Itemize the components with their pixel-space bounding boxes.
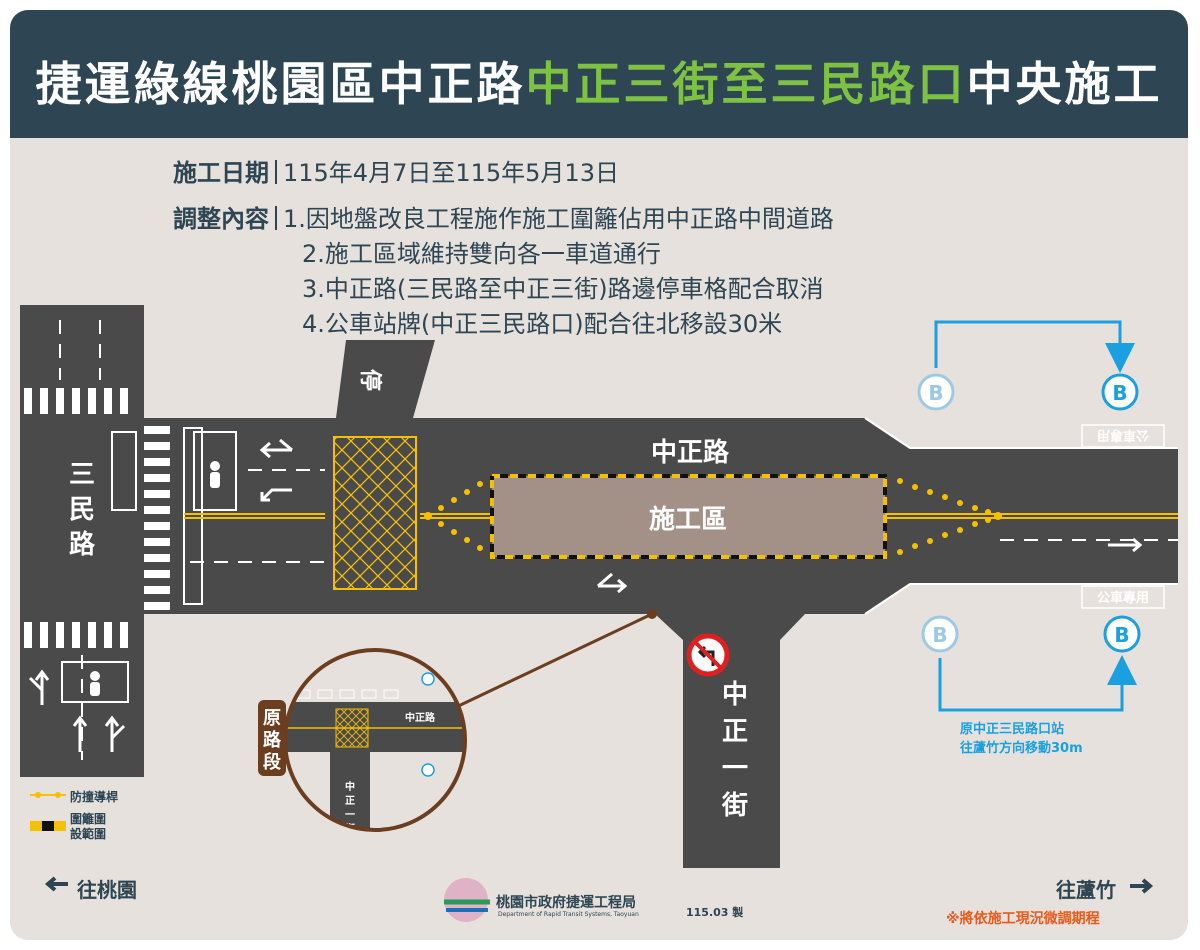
bus-note-line: 原中正三民路口站: [960, 722, 1065, 737]
svg-text:三: 三: [69, 460, 95, 490]
curb-line: [864, 417, 1178, 615]
svg-text:B: B: [1112, 381, 1127, 405]
svg-text:段: 段: [263, 751, 282, 773]
bus-lane-label-bottom: 公車專用: [1081, 585, 1165, 609]
inset-label: 原路段: [258, 700, 286, 776]
direction-right: 往蘆竹: [1056, 878, 1116, 902]
svg-text:原: 原: [263, 708, 281, 729]
bus-move-arrow-top: [934, 320, 1135, 373]
crosswalk-sanmin-top: [24, 388, 128, 414]
no-stopping-box: [333, 436, 417, 590]
inset-anchor: [647, 609, 657, 619]
center-line: [184, 513, 1178, 519]
content-item: 3.中正路(三民路至中正三街)路邊停車格配合取消: [302, 275, 824, 303]
bus-stop-old-top-icon: B: [917, 373, 955, 411]
header-banner: 捷運綠線桃園區中正路中正三街至三民路口中央施工: [10, 10, 1188, 141]
divider: [275, 206, 277, 230]
road-label-sanmin: 三民路: [69, 460, 96, 560]
bus-lane-text: 公車專用: [1097, 427, 1149, 443]
svg-text:一: 一: [722, 754, 748, 784]
no-left-turn-icon: [686, 633, 730, 677]
svg-text:正: 正: [722, 717, 748, 747]
date-label: 施工日期: [173, 159, 269, 187]
title-prefix: 捷運綠線桃園區中正路: [35, 57, 526, 111]
svg-text:B: B: [1114, 623, 1129, 647]
svg-text:一: 一: [345, 810, 355, 821]
agency-name: 桃園市政府捷運工程局: [496, 895, 636, 911]
lane-markings: [59, 320, 1178, 760]
legend-fence-label: 圍籬圍設範圍: [70, 812, 107, 841]
bus-stop-new-top-icon: B: [1101, 373, 1139, 411]
side-street-north: [336, 340, 435, 418]
date-value: 115年4月7日至115年5月13日: [283, 159, 619, 187]
left-arrow-icon: [44, 876, 68, 892]
bus-move-arrow-bottom: [938, 655, 1137, 712]
bus-stop-new-bottom-icon: B: [1103, 615, 1141, 653]
road-label-zhongzheng: 中正路: [651, 437, 730, 468]
divider: [275, 160, 277, 184]
lane-arrow-icon: [28, 438, 1143, 752]
bus-stop-old-bottom-icon: B: [921, 615, 959, 653]
legend-barrier-symbol: [30, 792, 66, 798]
right-arrow-icon: [1130, 878, 1154, 894]
crosswalk-sanmin-bottom: [24, 622, 128, 648]
content-row: 調整內容 1.因地盤改良工程施作施工圍籬佔用中正路中間道路: [173, 199, 834, 234]
content-item: 4.公車站牌(中正三民路口)配合往北移設30米: [302, 310, 783, 338]
bus-lane-text: 公車專用: [1097, 590, 1149, 606]
agency-logo-icon: [444, 878, 490, 922]
inset-leader-line: [449, 612, 653, 712]
curb-bottom-right: [865, 584, 1178, 614]
svg-text:B: B: [932, 623, 947, 647]
content-item: 2.施工區域維持雙向各一車道通行: [302, 240, 661, 268]
direction-left: 往桃園: [77, 878, 137, 902]
crosswalk-zhongzheng: [144, 426, 170, 610]
work-zone-label: 施工區: [649, 504, 727, 535]
bus-stop-note: 原中正三民路口站 往蘆竹方向移動30m: [960, 720, 1083, 758]
svg-text:中: 中: [722, 680, 748, 710]
bus-note-line: 往蘆竹方向移動30m: [960, 741, 1083, 756]
construction-zone: [490, 474, 887, 559]
zhongzheng-1st-street: [655, 614, 805, 868]
barrier-lines: [424, 476, 1002, 557]
date-row: 施工日期 115年4月7日至115年5月13日: [173, 153, 619, 188]
stop-line: [183, 427, 203, 605]
title-suffix: 中央施工: [966, 57, 1163, 111]
svg-text:路: 路: [69, 529, 96, 560]
issue-date: 115.03 製: [686, 906, 744, 919]
stop-marking: 停: [357, 369, 383, 391]
svg-text:路: 路: [263, 729, 282, 751]
svg-text:B: B: [928, 381, 943, 405]
content-item: 1.因地盤改良工程施作施工圍籬佔用中正路中間道路: [283, 205, 834, 233]
inset-bus-icon: [421, 672, 435, 777]
svg-text:中: 中: [345, 780, 355, 793]
legend-fence-symbol: [30, 821, 66, 831]
agency-name-en: Department of Rapid Transit Systems, Tao…: [498, 911, 639, 918]
title-highlight: 中正三街至三民路口: [525, 57, 967, 111]
page-title: 捷運綠線桃園區中正路中正三街至三民路口中央施工: [10, 48, 1188, 114]
legend-barrier-label: 防撞導桿: [70, 790, 119, 804]
inset-road-label: 中正路: [405, 711, 436, 724]
bus-lane-label-top: 公車專用: [1081, 424, 1165, 448]
content-label: 調整內容: [173, 205, 269, 233]
svg-text:正: 正: [345, 795, 355, 807]
svg-text:民: 民: [69, 495, 95, 525]
schedule-note: ※將依施工現況微調期程: [946, 911, 1100, 927]
svg-text:街: 街: [721, 791, 748, 821]
pedestrian-icon: [90, 461, 220, 696]
